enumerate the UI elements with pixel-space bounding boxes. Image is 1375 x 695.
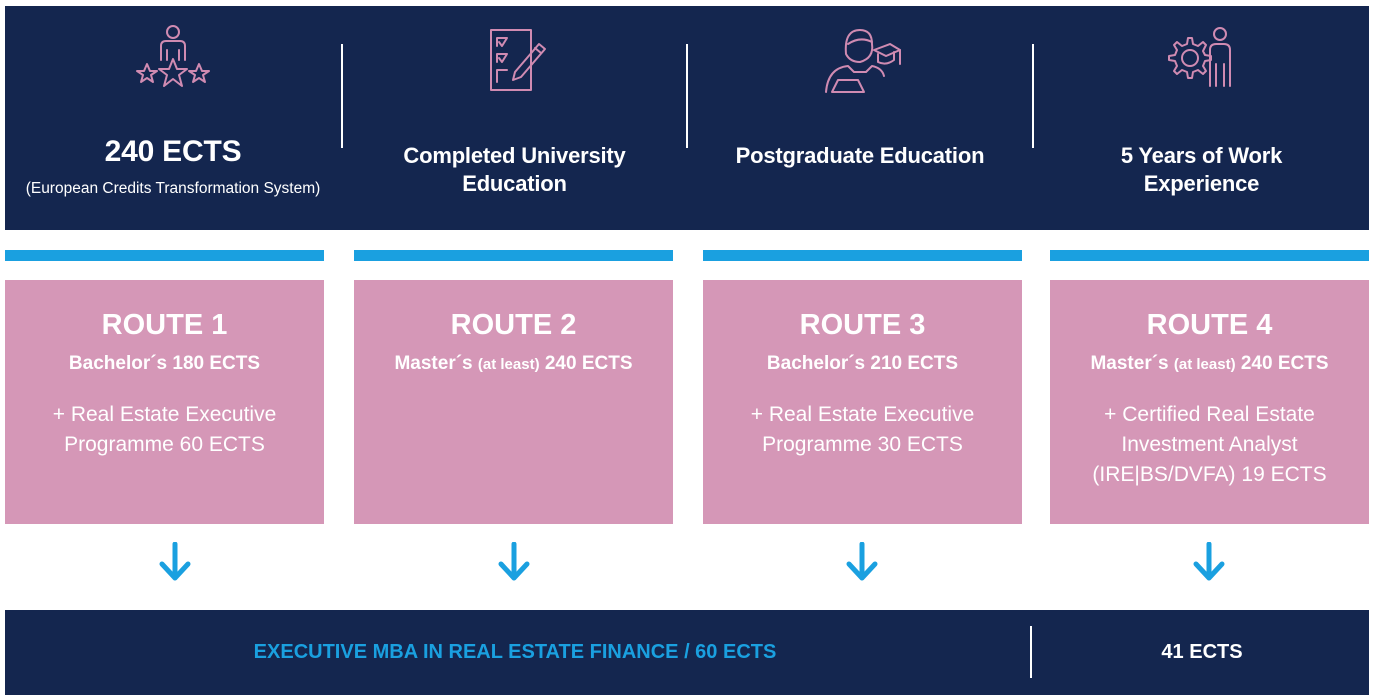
programme-credits: 41 ECTS: [1161, 641, 1243, 663]
requirement-subtitle: (European Credits Transformation System): [25, 180, 321, 197]
route-title: ROUTE 1: [101, 309, 228, 341]
arrow-down-icon: [159, 542, 191, 581]
divider: [686, 44, 688, 148]
route-bar: [703, 250, 1022, 261]
divider: [1032, 44, 1034, 148]
route-title: ROUTE 2: [450, 309, 577, 341]
requirement-ects: 240 ECTS (European Credits Transformatio…: [5, 6, 341, 230]
checklist-pencil-icon: [489, 29, 546, 91]
route-2-box: ROUTE 2 Master´s (at least) 240 ECTS: [354, 280, 673, 524]
requirement-postgraduate: Postgraduate Education: [688, 6, 1032, 230]
graduate-cap-icon: [825, 29, 901, 93]
route-extra: + Real Estate Executive Programme 30 ECT…: [750, 403, 975, 456]
route-3-box: ROUTE 3 Bachelor´s 210 ECTS + Real Estat…: [703, 280, 1022, 524]
divider: [1030, 626, 1032, 678]
route-bar: [354, 250, 673, 261]
route-requirement: Bachelor´s 180 ECTS: [68, 353, 261, 374]
route-extra: + Real Estate Executive Programme 60 ECT…: [52, 403, 277, 456]
route-1-box: ROUTE 1 Bachelor´s 180 ECTS + Real Estat…: [5, 280, 324, 524]
programme-band: EXECUTIVE MBA IN REAL ESTATE FINANCE / 6…: [5, 610, 1369, 695]
requirement-work-experience: 5 Years of Work Experience: [1034, 6, 1369, 230]
requirement-university: Completed University Education: [343, 6, 686, 230]
requirements-band: 240 ECTS (European Credits Transformatio…: [5, 6, 1369, 230]
requirement-title: 240 ECTS: [104, 135, 242, 168]
route-4-box: ROUTE 4 Master´s (at least) 240 ECTS + C…: [1050, 280, 1369, 524]
route-extra: + Certified Real Estate Investment Analy…: [1092, 403, 1327, 486]
requirement-title: 5 Years of Work Experience: [1120, 143, 1283, 196]
person-with-stars-icon: [136, 25, 210, 87]
programme-title: EXECUTIVE MBA IN REAL ESTATE FINANCE / 6…: [253, 641, 777, 663]
arrow-down-icon: [846, 542, 878, 581]
arrow-down-icon: [1193, 542, 1225, 581]
route-requirement: Master´s (at least) 240 ECTS: [394, 353, 633, 374]
route-title: ROUTE 4: [1146, 309, 1273, 341]
requirement-title: Completed University Education: [403, 143, 626, 196]
route-requirement: Bachelor´s 210 ECTS: [766, 353, 959, 374]
route-bar: [1050, 250, 1369, 261]
gear-person-icon: [1167, 27, 1231, 87]
route-requirement: Master´s (at least) 240 ECTS: [1090, 353, 1329, 374]
route-bar: [5, 250, 324, 261]
route-title: ROUTE 3: [799, 309, 926, 341]
arrow-down-icon: [498, 542, 530, 581]
requirement-title: Postgraduate Education: [735, 143, 985, 168]
divider: [341, 44, 343, 148]
